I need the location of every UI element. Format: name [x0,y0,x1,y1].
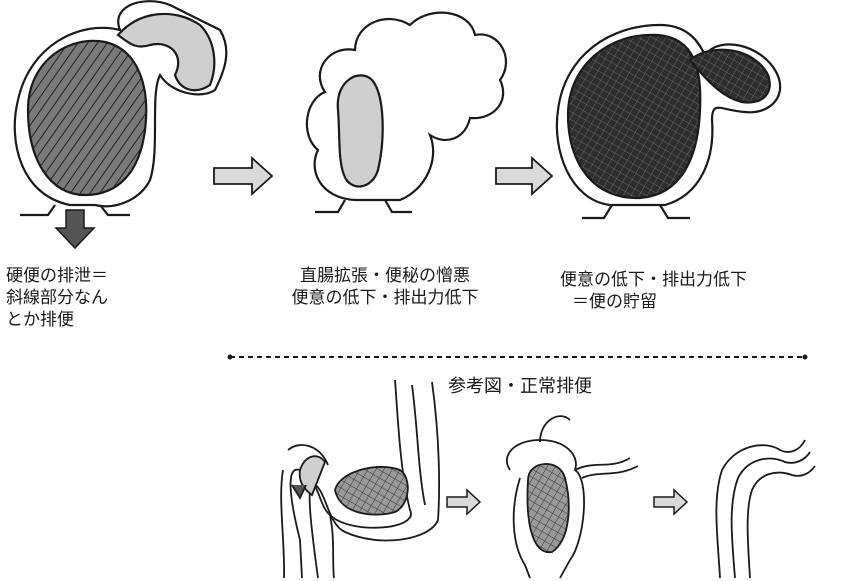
stage1-caption-line: とか排便 [6,310,74,330]
stage3-caption-line: ＝便の貯留 [572,292,657,312]
reference-title: 参考図・正常排便 [448,376,592,397]
ref-arrow-1 [446,488,482,516]
stage2-stool [336,74,384,188]
ref-arrow-2 [653,488,689,516]
ref3-rectum [715,439,816,579]
stage2-dilated-rectum [305,11,508,214]
stage2-caption: 直腸拡張・便秘の憎悪 便意の低下・排出力低下 [260,265,510,309]
stage1-caption-line: 斜線部分なん [6,288,108,308]
arrow-stage2-to-3 [495,155,554,197]
stage3-impacted-stool [566,33,702,200]
stage1-rectum [13,0,228,217]
ref2-rectum [505,415,639,579]
stage3-caption-line: 便意の低下・排出力低下 [560,270,747,290]
arrow-stage1-to-2 [213,155,274,197]
stage2-caption-line: 直腸拡張・便秘の憎悪 [300,266,470,286]
stage3-caption: 便意の低下・排出力低下 ＝便の貯留 [560,269,747,313]
stage1-bowel-tail [116,12,216,92]
stage2-caption-line: 便意の低下・排出力低下 [291,288,479,308]
stage1-caption-line: 硬便の排泄＝ [6,266,108,286]
stage1-hard-stool [26,39,148,197]
stage1-caption: 硬便の排泄＝ 斜線部分なん とか排便 [6,265,108,331]
ref2-stool [526,463,570,553]
stage1-down-arrow [54,209,96,250]
stage3-bowel-tail [688,48,771,104]
ref1-rectum [280,379,441,579]
ref1-stool [334,466,409,516]
stage3-rectum [555,23,782,220]
